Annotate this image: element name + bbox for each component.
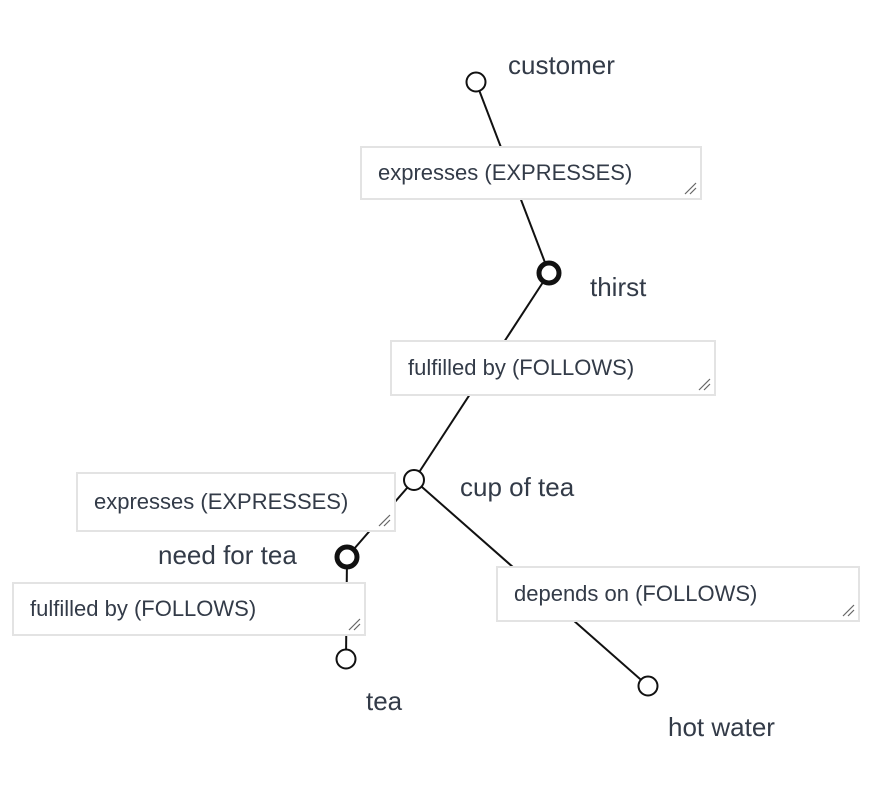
node-label-thirst: thirst [590,272,647,302]
edge-label-box-customer-thirst[interactable]: expresses (EXPRESSES) [360,146,702,200]
node-hot-water[interactable] [637,675,659,697]
edge-label-text: depends on (FOLLOWS) [514,581,758,606]
edge-label-text: fulfilled by (FOLLOWS) [30,596,257,621]
node-label-tea: tea [366,686,403,716]
resize-grip-icon[interactable] [378,514,391,527]
resize-grip-icon[interactable] [684,182,697,195]
node-cup-of-tea[interactable] [403,469,425,491]
node-thirst[interactable] [536,260,562,286]
edge-label-box-cup-of-tea-need-for-tea[interactable]: expresses (EXPRESSES) [76,472,396,532]
edge-label-box-thirst-cup-of-tea[interactable]: fulfilled by (FOLLOWS) [390,340,716,396]
node-label-cup-of-tea: cup of tea [460,472,575,502]
node-customer[interactable] [465,71,487,93]
node-label-customer: customer [508,50,615,80]
resize-grip-icon[interactable] [348,618,361,631]
node-label-hot-water: hot water [668,712,775,742]
resize-grip-icon[interactable] [842,604,855,617]
node-need-for-tea[interactable] [334,544,360,570]
resize-grip-icon[interactable] [698,378,711,391]
edge-label-text: expresses (EXPRESSES) [94,489,349,514]
node-tea[interactable] [335,648,357,670]
edge-label-text: expresses (EXPRESSES) [378,160,633,185]
node-label-need-for-tea: need for tea [158,540,297,570]
edge-label-box-need-for-tea-tea[interactable]: fulfilled by (FOLLOWS) [12,582,366,636]
edge-label-text: fulfilled by (FOLLOWS) [408,355,635,380]
edge-label-box-cup-of-tea-hot-water[interactable]: depends on (FOLLOWS) [496,566,860,622]
